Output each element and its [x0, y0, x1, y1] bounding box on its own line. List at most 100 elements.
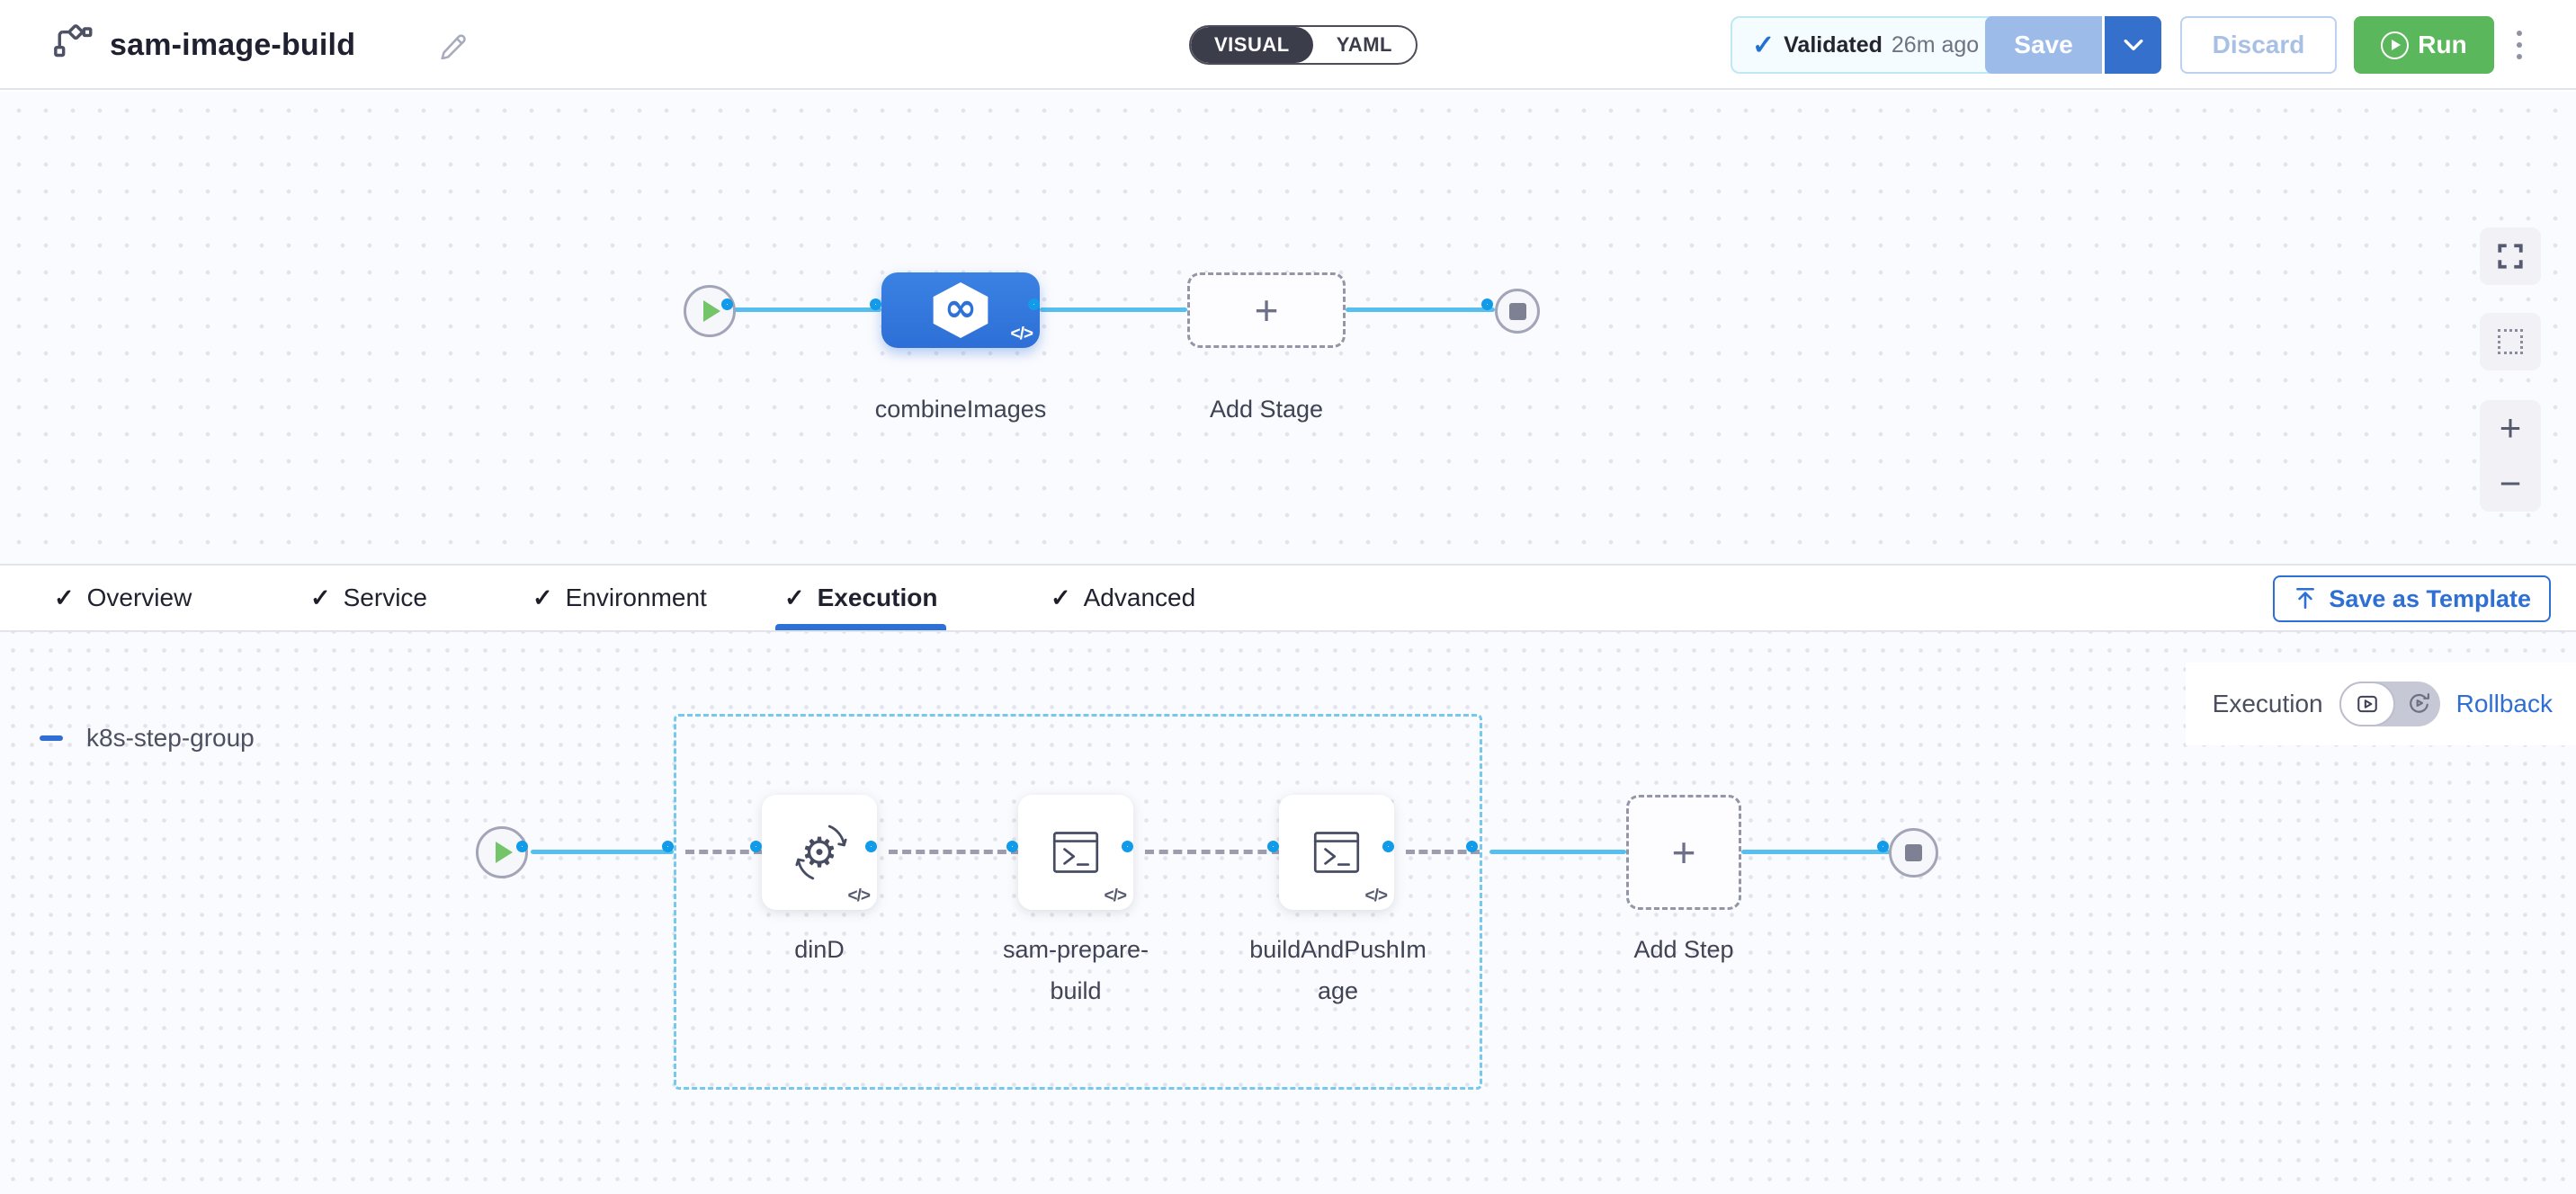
- zoom-in-button[interactable]: +: [2499, 406, 2522, 449]
- collapse-group-icon[interactable]: [40, 735, 63, 741]
- connector-port[interactable]: [662, 841, 674, 852]
- connector-port[interactable]: [1006, 841, 1018, 852]
- execution-mode-label: Execution: [2212, 690, 2323, 717]
- connector-port[interactable]: [1481, 298, 1493, 310]
- step-link-dashed: [889, 850, 1020, 854]
- run-button-label: Run: [2418, 31, 2467, 58]
- stage-label: combineImages: [874, 396, 1047, 423]
- execution-rollback-toggle[interactable]: [2339, 682, 2440, 726]
- fullscreen-button[interactable]: [2480, 227, 2541, 285]
- validation-time: 26m ago: [1891, 31, 1980, 58]
- discard-button-label: Discard: [2212, 31, 2305, 58]
- step-node-buildandpushimage[interactable]: </>: [1279, 795, 1394, 910]
- chevron-down-icon: [2124, 39, 2142, 51]
- discard-button[interactable]: Discard: [2180, 16, 2337, 74]
- tab-advanced[interactable]: ✓ Advanced: [1051, 584, 1196, 611]
- connector-port[interactable]: [721, 298, 733, 310]
- step-link-dashed: [1145, 850, 1281, 854]
- zoom-out-button[interactable]: −: [2499, 462, 2522, 504]
- step-link: [1489, 850, 1626, 854]
- execution-play-icon: [2357, 695, 2377, 713]
- rollback-link[interactable]: Rollback: [2455, 690, 2553, 717]
- toggle-visual[interactable]: VISUAL: [1191, 27, 1313, 63]
- edit-pencil-icon[interactable]: [437, 27, 470, 59]
- step-label: buildAndPushImage: [1249, 936, 1427, 1004]
- execution-end-node: [1889, 828, 1938, 878]
- stage-node-combineimages[interactable]: ∞ </>: [881, 272, 1040, 348]
- stage-link: [1040, 307, 1187, 312]
- check-icon: ✓: [784, 584, 805, 611]
- tab-service[interactable]: ✓ Service: [310, 584, 427, 611]
- add-stage-button[interactable]: +: [1187, 272, 1346, 348]
- code-icon: </>: [1104, 887, 1128, 905]
- connector-port[interactable]: [1267, 841, 1279, 852]
- step-group-name[interactable]: k8s-step-group: [86, 724, 255, 752]
- tab-execution[interactable]: ✓ Execution: [774, 566, 947, 630]
- connector-port[interactable]: [1028, 298, 1040, 310]
- rollback-icon: [2409, 692, 2429, 713]
- check-icon: ✓: [1051, 584, 1071, 611]
- gear-sync-icon: ⚙: [795, 824, 847, 880]
- execution-start-node: [476, 826, 528, 878]
- save-options-button[interactable]: [2102, 16, 2161, 74]
- connector-port[interactable]: [1466, 841, 1478, 852]
- toggle-yaml[interactable]: YAML: [1336, 33, 1392, 56]
- save-as-template-label: Save as Template: [2329, 584, 2531, 612]
- ci-stage-icon: ∞: [933, 282, 988, 338]
- connector-port[interactable]: [865, 841, 877, 852]
- more-options-kebab-icon[interactable]: [2517, 25, 2522, 65]
- code-icon: </>: [847, 887, 872, 905]
- connector-port[interactable]: [1877, 841, 1889, 852]
- connector-port[interactable]: [870, 298, 881, 310]
- validation-status: Validated: [1784, 31, 1883, 58]
- stage-graph-canvas[interactable]: ∞ </> combineImages + Add Stage + −: [0, 92, 2576, 564]
- visual-yaml-toggle: VISUAL YAML: [1189, 25, 1418, 65]
- check-icon: ✓: [54, 584, 75, 611]
- execution-graph-canvas[interactable]: Execution Rollback k8s-step-group: [0, 632, 2576, 1194]
- run-play-icon: [2381, 31, 2410, 59]
- code-icon: </>: [1010, 325, 1034, 343]
- tab-environment[interactable]: ✓ Environment: [532, 584, 707, 611]
- rollback-toggle-segment[interactable]: [2407, 691, 2432, 720]
- page-title: sam-image-build: [110, 27, 356, 62]
- pipeline-end-node: [1495, 289, 1540, 334]
- zoom-controls: + −: [2480, 400, 2541, 512]
- step-node-sam-prepare-build[interactable]: </>: [1018, 795, 1133, 910]
- connector-port[interactable]: [750, 841, 762, 852]
- code-icon: </>: [1364, 887, 1389, 905]
- step-link-dashed: [685, 850, 763, 854]
- check-icon: ✓: [532, 584, 553, 611]
- step-link-dashed: [1406, 850, 1480, 854]
- step-label: sam-prepare-build: [1002, 936, 1149, 1004]
- pipeline-start-node: [684, 285, 736, 337]
- pipeline-studio-header: sam-image-build VISUAL YAML ✓ Validated …: [0, 0, 2576, 90]
- tab-overview[interactable]: ✓ Overview: [54, 584, 192, 611]
- plus-icon: +: [1671, 829, 1696, 876]
- step-group-box[interactable]: [674, 714, 1482, 1090]
- add-step-label: Add Step: [1633, 936, 1734, 963]
- add-step-button[interactable]: +: [1626, 795, 1741, 910]
- step-node-dind[interactable]: ⚙ </>: [762, 795, 877, 910]
- stage-link: [1346, 307, 1495, 312]
- upload-icon: [2296, 587, 2315, 609]
- stage-link: [734, 307, 881, 312]
- fullscreen-icon: [2498, 244, 2523, 269]
- connector-port[interactable]: [1122, 841, 1133, 852]
- check-icon: ✓: [310, 584, 331, 611]
- save-button-label: Save: [2014, 31, 2073, 58]
- add-stage-label: Add Stage: [1209, 396, 1324, 423]
- execution-toggle-segment[interactable]: [2339, 682, 2395, 726]
- validation-status-badge[interactable]: ✓ Validated 26m ago: [1731, 16, 2001, 74]
- check-icon: ✓: [1752, 30, 1775, 60]
- terminal-icon: [1052, 832, 1099, 873]
- selection-marquee-icon: [2498, 329, 2523, 354]
- run-button[interactable]: Run: [2354, 16, 2494, 74]
- step-label: dinD: [794, 936, 845, 963]
- multi-select-button[interactable]: [2480, 313, 2541, 370]
- save-as-template-button[interactable]: Save as Template: [2273, 575, 2551, 622]
- save-button[interactable]: Save: [1985, 16, 2102, 74]
- infinity-icon: ∞: [944, 285, 978, 331]
- stage-config-tabs: ✓ Overview ✓ Service ✓ Environment ✓ Exe…: [0, 564, 2576, 632]
- connector-port[interactable]: [1382, 841, 1394, 852]
- connector-port[interactable]: [516, 841, 528, 852]
